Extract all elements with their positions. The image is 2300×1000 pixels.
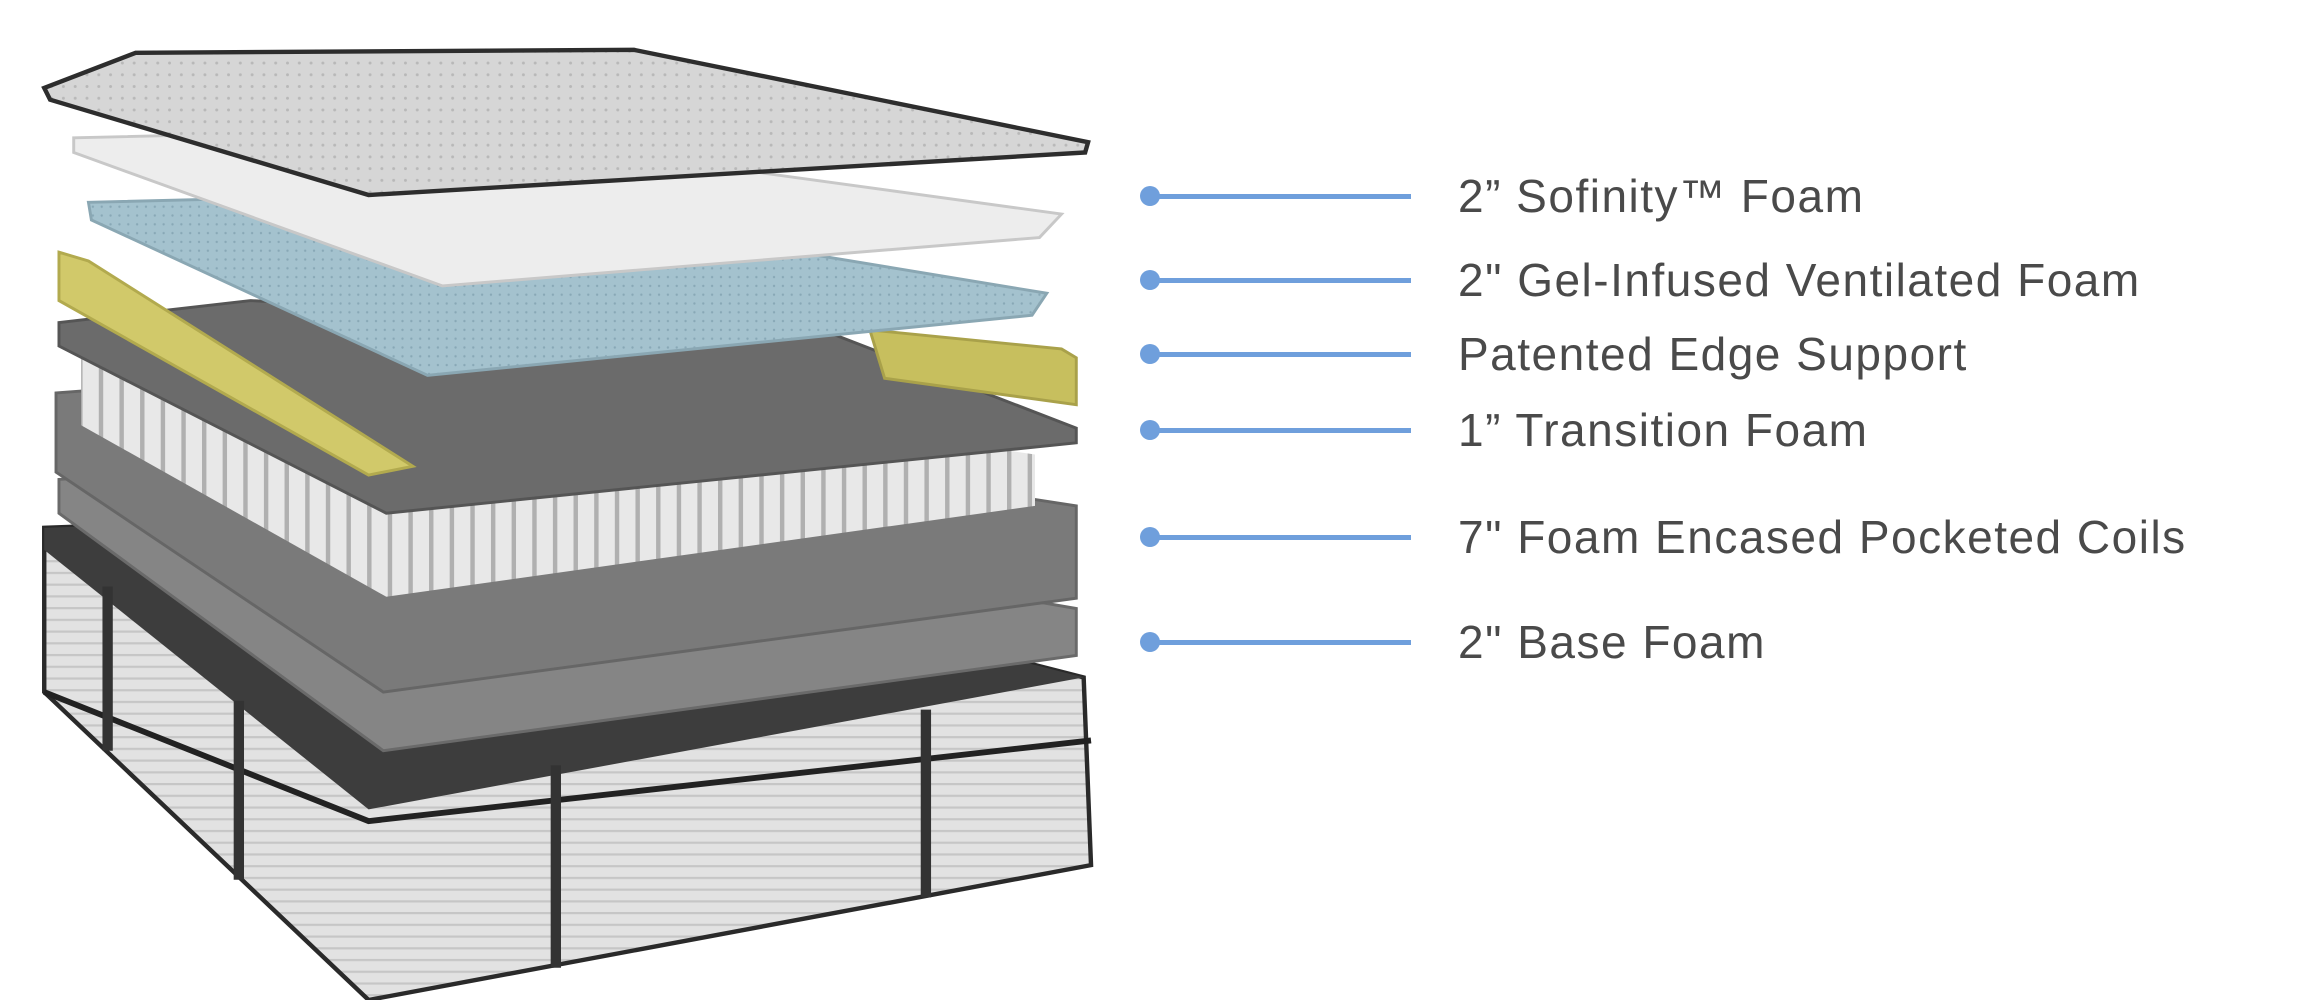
- callout-dot-icon: [1140, 420, 1160, 440]
- callout-pocketed-coils: 7" Foam Encased Pocketed Coils: [1140, 507, 2187, 567]
- layer-label: 2" Base Foam: [1458, 616, 1766, 668]
- callout-line: [1156, 639, 1411, 645]
- callout-dot-icon: [1140, 527, 1160, 547]
- edge-support-right: [867, 328, 1078, 407]
- callout-edge-support: Patented Edge Support: [1140, 324, 1968, 384]
- callout-transition-foam: 1” Transition Foam: [1140, 400, 1868, 460]
- layer-label: 7" Foam Encased Pocketed Coils: [1458, 511, 2187, 563]
- callout-line: [1156, 193, 1411, 199]
- layer-label: 2" Gel-Infused Ventilated Foam: [1458, 254, 2141, 306]
- callout-line: [1156, 277, 1411, 283]
- callout-gel-infused-foam: 2" Gel-Infused Ventilated Foam: [1140, 250, 2141, 310]
- callout-dot-icon: [1140, 186, 1160, 206]
- pillow-top-cover: [41, 47, 1091, 198]
- layer-label: Patented Edge Support: [1458, 328, 1968, 380]
- callout-dot-icon: [1140, 344, 1160, 364]
- layer-label: 2” Sofinity™ Foam: [1458, 170, 1865, 222]
- callout-dot-icon: [1140, 632, 1160, 652]
- callout-line: [1156, 427, 1411, 433]
- callout-sofinity-foam: 2” Sofinity™ Foam: [1140, 166, 1864, 226]
- layer-label: 1” Transition Foam: [1458, 404, 1869, 456]
- edge-support-left: [57, 250, 417, 477]
- callout-line: [1156, 351, 1411, 357]
- callout-base-foam: 2" Base Foam: [1140, 612, 1766, 672]
- callout-dot-icon: [1140, 270, 1160, 290]
- callout-line: [1156, 534, 1411, 540]
